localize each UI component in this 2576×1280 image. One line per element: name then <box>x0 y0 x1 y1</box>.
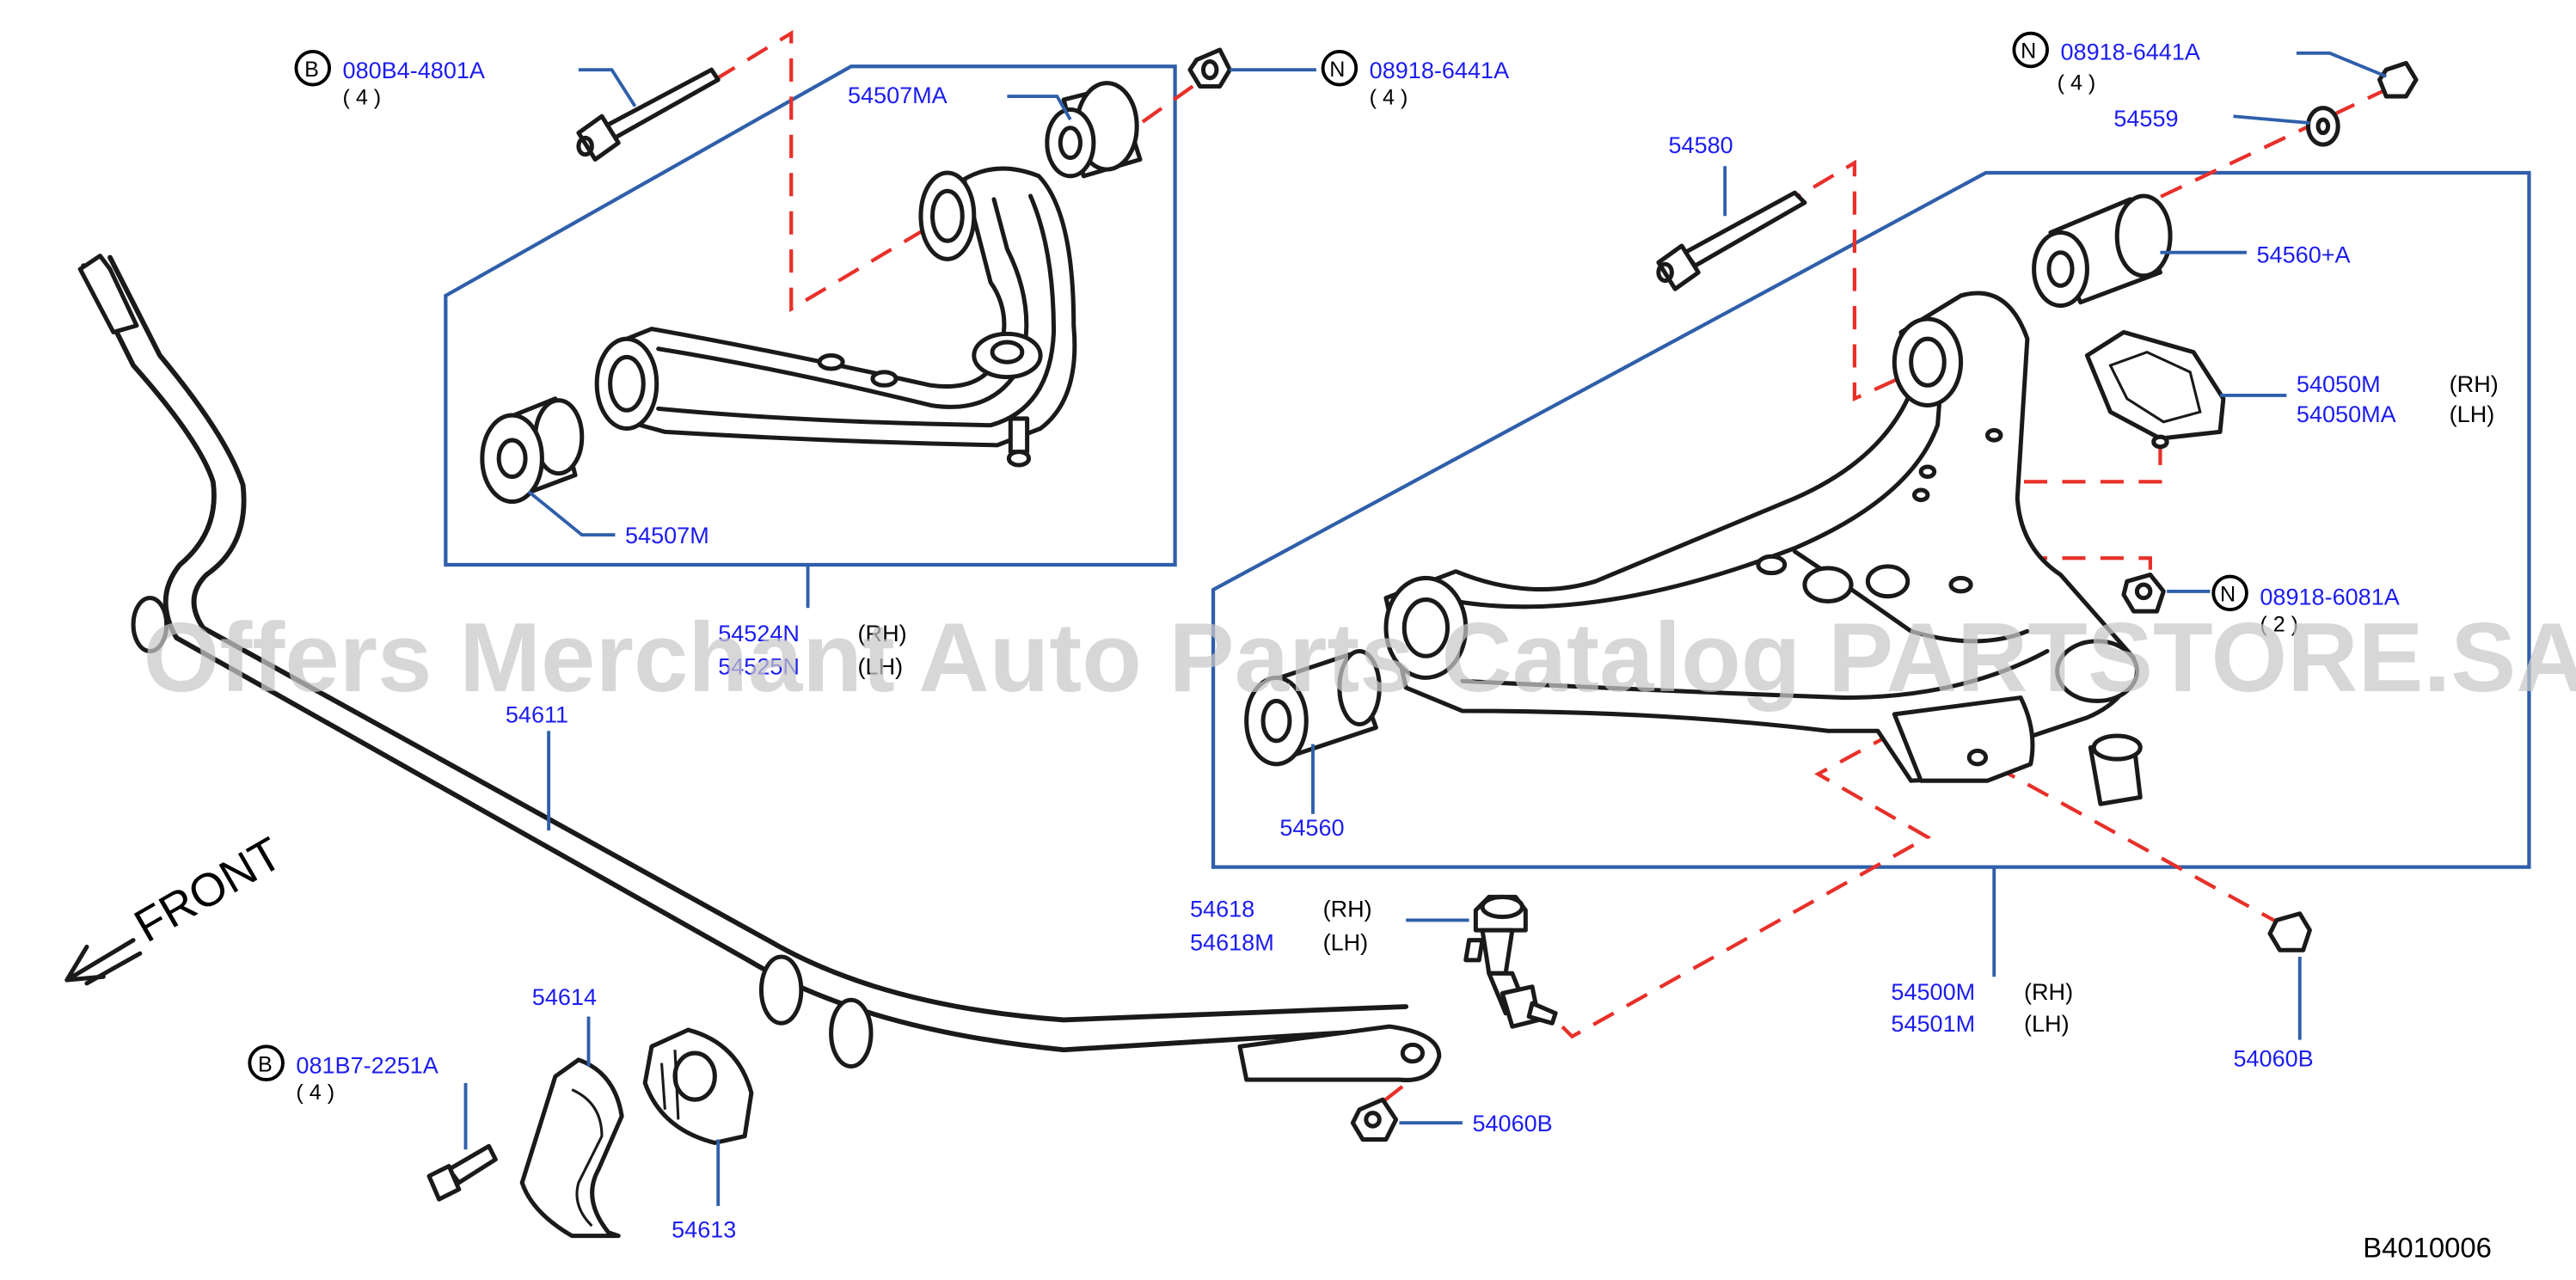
watermark: Offers Merchant Auto Parts Catalog PARTS… <box>144 603 2576 713</box>
qty: ( 4 ) <box>1370 86 1408 110</box>
upper-bolt[interactable] <box>576 67 721 162</box>
part-number-54618m[interactable]: 54618M <box>1190 929 1274 955</box>
prefix-b: B <box>304 58 319 82</box>
label-bolt-upper: B 080B4-4801A ( 4 ) <box>294 49 485 110</box>
part-number[interactable]: 08918-6441A <box>2061 40 2200 65</box>
qty: ( 4 ) <box>343 86 382 110</box>
lower-control-arm[interactable] <box>1383 291 2143 806</box>
part-number-54614[interactable]: 54614 <box>532 984 597 1010</box>
lower-washer[interactable] <box>2305 106 2340 147</box>
part-number[interactable]: 080B4-4801A <box>343 58 485 83</box>
upper-front-bushing[interactable] <box>480 396 585 505</box>
side-rh: (RH) <box>2024 979 2073 1005</box>
part-number-54500m[interactable]: 54500M <box>1891 979 1975 1005</box>
part-number-54060b-bottom[interactable]: 54060B <box>1472 1111 1552 1136</box>
front-arrow-icon <box>64 938 143 986</box>
stabilizer-link[interactable] <box>1463 894 1558 1029</box>
side-lh: (LH) <box>2450 401 2495 427</box>
diagram-id: B4010006 <box>2363 1232 2492 1264</box>
upper-control-arm[interactable] <box>594 166 1077 468</box>
upper-rear-bushing[interactable] <box>1045 81 1143 179</box>
leader-lines <box>463 51 2387 1206</box>
side-rh: (RH) <box>858 621 907 646</box>
part-number-54050m[interactable]: 54050M <box>2297 371 2381 397</box>
side-lh: (LH) <box>2024 1011 2070 1037</box>
clamp-bolt[interactable] <box>426 1143 498 1202</box>
part-number[interactable]: 08918-6441A <box>1370 58 1509 83</box>
part-number-54525n[interactable]: 54525N <box>718 654 800 680</box>
lower-top-nut[interactable] <box>2377 60 2419 99</box>
part-number-54613[interactable]: 54613 <box>672 1217 736 1243</box>
stabilizer-bushing[interactable] <box>642 1027 754 1145</box>
part-number-54618[interactable]: 54618 <box>1190 897 1254 922</box>
part-number-54611[interactable]: 54611 <box>506 702 568 728</box>
label-bolt-clamp: B 081B7-2251A ( 4 ) <box>248 1044 439 1105</box>
part-number[interactable]: 081B7-2251A <box>296 1052 438 1078</box>
front-label: FRONT <box>126 828 291 952</box>
side-rh: (RH) <box>2450 371 2499 397</box>
side-lh: (LH) <box>1323 929 1369 955</box>
part-number-54559[interactable]: 54559 <box>2113 106 2178 132</box>
lower-mid-nut[interactable] <box>2121 573 2166 614</box>
label-nut-lower-top: N 08918-6441A ( 4 ) <box>2012 31 2200 95</box>
lower-front-bushing[interactable] <box>1244 648 1382 767</box>
bump-stop[interactable] <box>2084 329 2226 450</box>
qty: ( 2 ) <box>2260 612 2298 636</box>
stabilizer-clamp[interactable] <box>519 1057 624 1239</box>
label-nut-upper: N 08918-6441A ( 4 ) <box>1321 49 1509 110</box>
prefix-b: B <box>258 1052 273 1076</box>
stabilizer-bar[interactable] <box>77 254 1442 1082</box>
link-nut-bottom[interactable] <box>1350 1097 1399 1142</box>
link-nut-right[interactable] <box>2267 911 2312 952</box>
lower-bolt[interactable] <box>1656 190 1807 291</box>
prefix-n: N <box>2220 582 2236 606</box>
upper-arm-group-box <box>444 64 1177 567</box>
part-number-54507ma[interactable]: 54507MA <box>848 83 948 108</box>
part-number[interactable]: 08918-6081A <box>2260 584 2399 609</box>
part-number-54060b-right[interactable]: 54060B <box>2233 1046 2313 1072</box>
lower-rear-bushing[interactable] <box>2032 193 2173 309</box>
qty: ( 4 ) <box>2058 70 2096 95</box>
part-number-54560[interactable]: 54560 <box>1279 815 1344 841</box>
label-nut-lower-mid: N 08918-6081A ( 2 ) <box>2211 574 2400 636</box>
part-number-54507m[interactable]: 54507M <box>625 523 709 548</box>
part-number-54524n[interactable]: 54524N <box>718 621 800 646</box>
side-rh: (RH) <box>1323 897 1372 922</box>
upper-nut[interactable] <box>1187 47 1232 89</box>
prefix-n: N <box>2021 40 2036 64</box>
side-lh: (LH) <box>858 654 904 680</box>
part-number-54560a[interactable]: 54560+A <box>2257 242 2351 267</box>
qty: ( 4 ) <box>296 1081 334 1105</box>
lower-arm-group-box <box>1211 170 2531 869</box>
part-number-54501m[interactable]: 54501M <box>1891 1011 1975 1037</box>
part-number-54050ma[interactable]: 54050MA <box>2297 401 2396 427</box>
prefix-n: N <box>1329 58 1345 82</box>
part-number-54580[interactable]: 54580 <box>1668 132 1733 158</box>
